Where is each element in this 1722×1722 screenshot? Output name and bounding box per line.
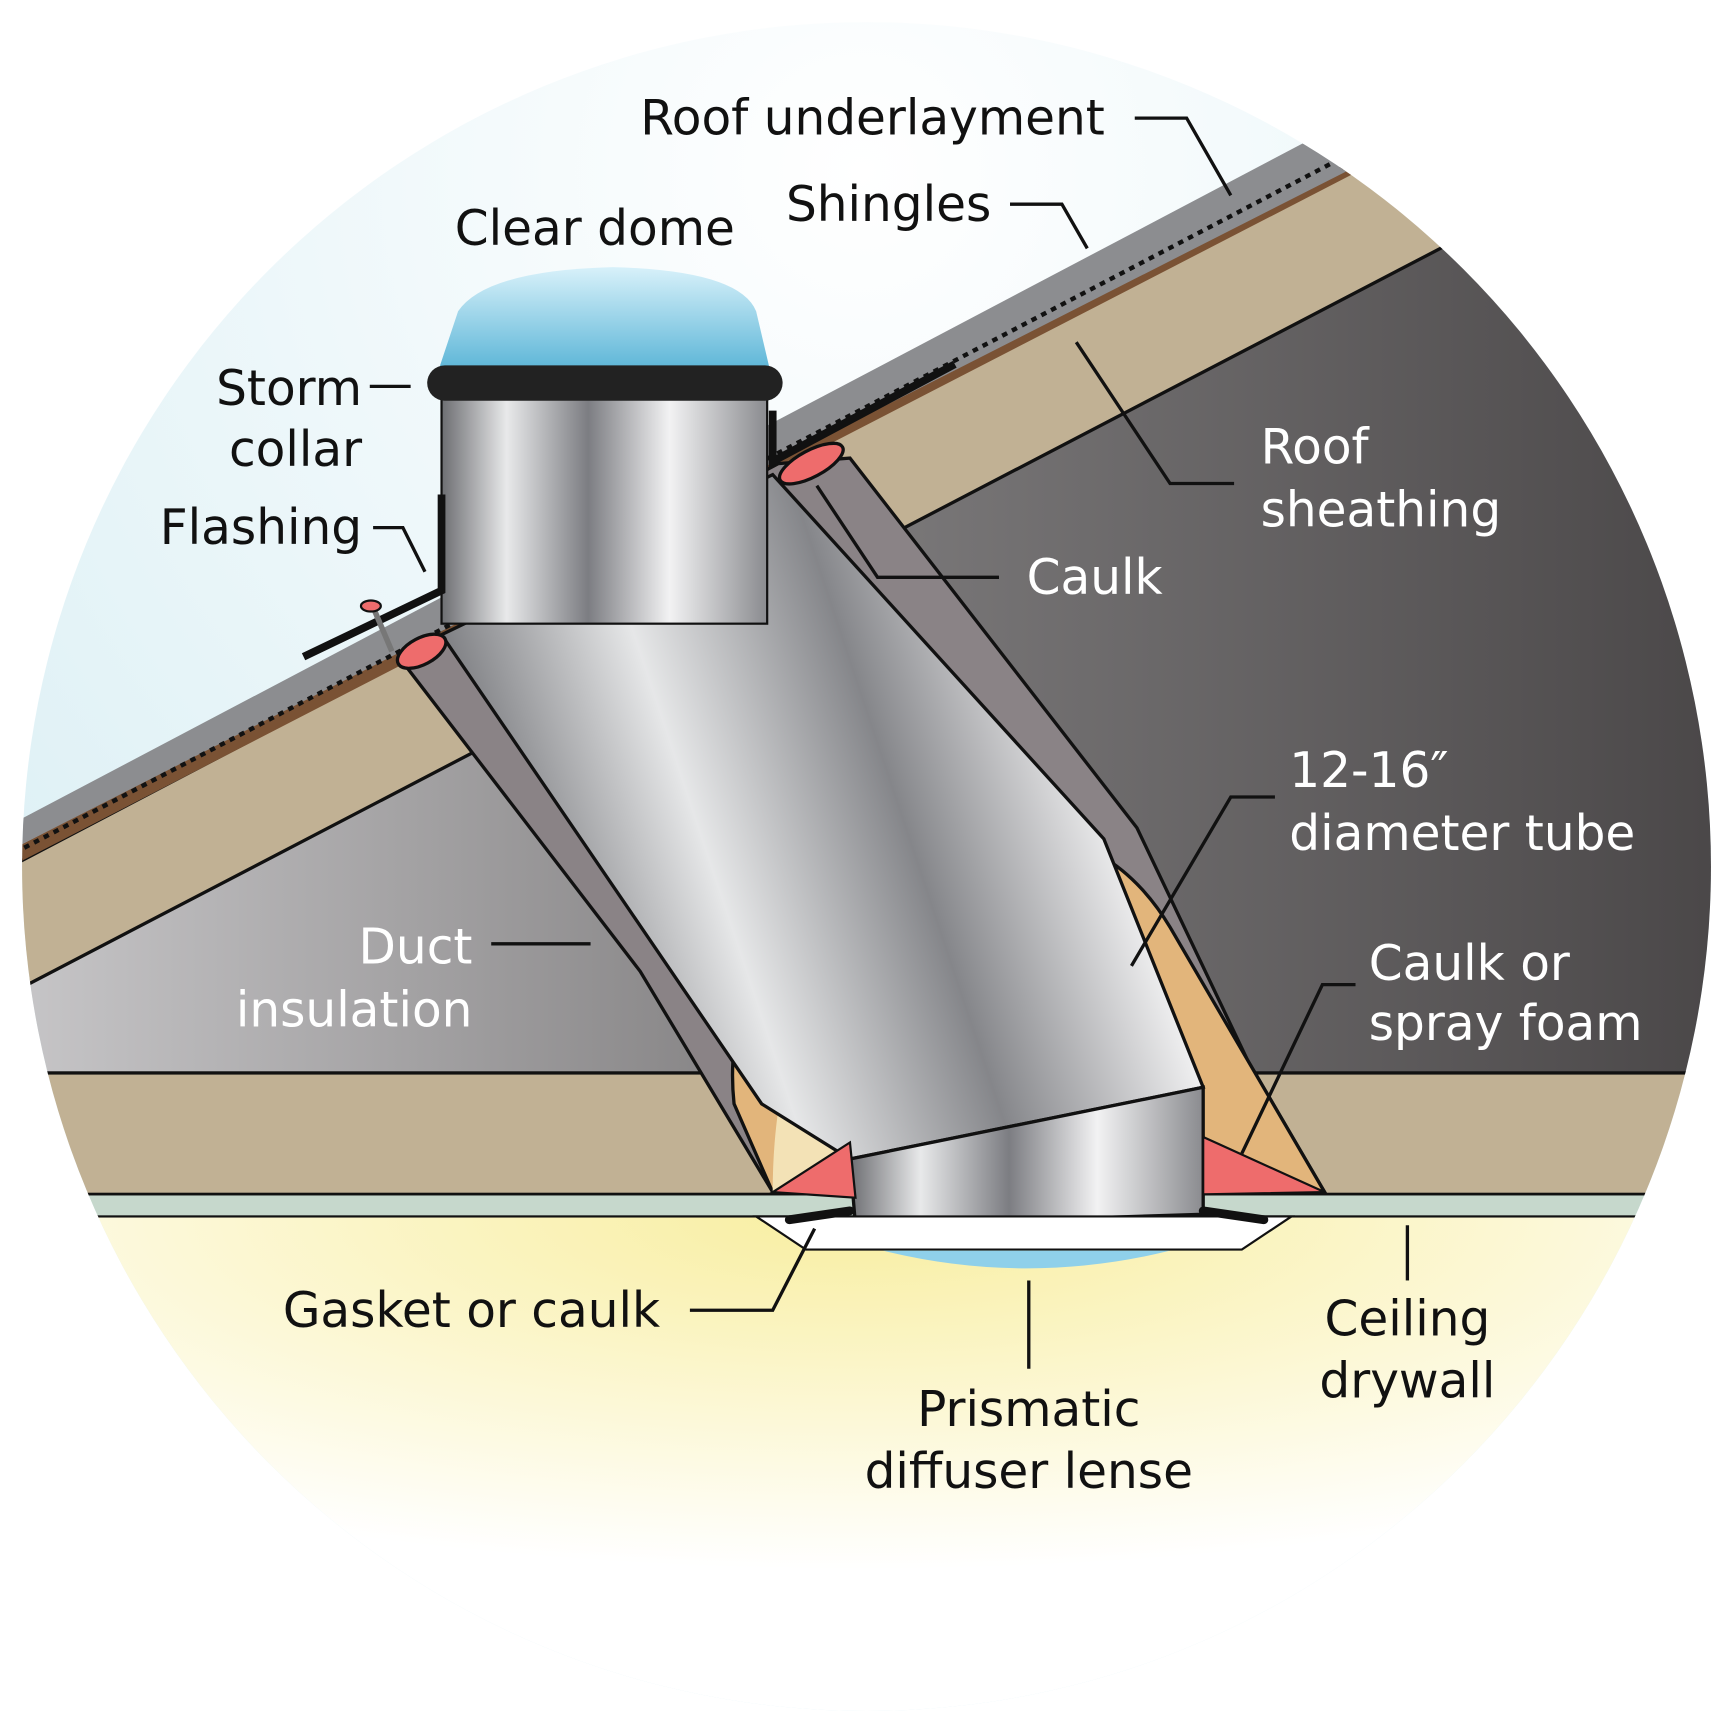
prismatic-diffuser — [883, 1250, 1171, 1269]
arrow-roof-sheathing — [1074, 341, 1235, 486]
arrow-tube — [1130, 795, 1275, 967]
arrow-caulk — [815, 484, 999, 579]
label-collar: collar — [229, 422, 362, 478]
label-roof-underlayment: Roof underlayment — [640, 91, 1105, 147]
ceiling-caulk-left — [769, 1140, 857, 1199]
label-diameter-tube: diameter tube — [1289, 806, 1635, 862]
label-duct: Duct — [359, 920, 473, 976]
label-gasket: Gasket or caulk — [283, 1283, 660, 1339]
ceiling-caulk-right — [1202, 1135, 1326, 1196]
arrow-roof-underlayment — [1134, 116, 1233, 197]
flashing-left — [301, 494, 446, 661]
trim-ring — [752, 1215, 1296, 1251]
label-diffuser-lense: diffuser lense — [865, 1444, 1193, 1500]
screw-head — [359, 599, 382, 613]
label-roof: Roof — [1261, 420, 1371, 476]
clear-dome — [439, 267, 770, 368]
gasket-right — [1198, 1206, 1269, 1225]
label-clear-dome: Clear dome — [455, 201, 735, 257]
label-prismatic: Prismatic — [917, 1382, 1140, 1438]
roof-caulk-right — [777, 441, 845, 486]
label-caulk: Caulk — [1027, 550, 1163, 606]
label-spray-foam: spray foam — [1369, 996, 1643, 1052]
label-flashing: Flashing — [160, 500, 362, 556]
label-ceiling: Ceiling — [1324, 1292, 1490, 1348]
room-light-glow — [22, 1214, 1711, 1711]
storm-collar — [427, 365, 783, 401]
label-insulation: insulation — [236, 983, 473, 1039]
label-shingles: Shingles — [786, 177, 991, 233]
label-storm: Storm — [216, 361, 362, 417]
upper-tube — [440, 390, 769, 625]
arrow-flashing — [373, 525, 427, 573]
flashing-screw-icon — [370, 606, 395, 653]
flashing-right — [768, 360, 957, 468]
arrow-gasket — [689, 1227, 817, 1312]
label-tube-size: 12-16″ — [1289, 743, 1448, 799]
arrow-shingles — [1010, 202, 1089, 250]
label-sheathing: sheathing — [1261, 483, 1502, 539]
leader-lines — [369, 116, 1410, 1369]
gasket-left — [784, 1206, 855, 1225]
roof-caulk-left — [395, 632, 448, 670]
label-caulk-or: Caulk or — [1369, 936, 1570, 992]
label-drywall: drywall — [1319, 1353, 1495, 1409]
arrow-caulk-foam — [1240, 982, 1356, 1155]
